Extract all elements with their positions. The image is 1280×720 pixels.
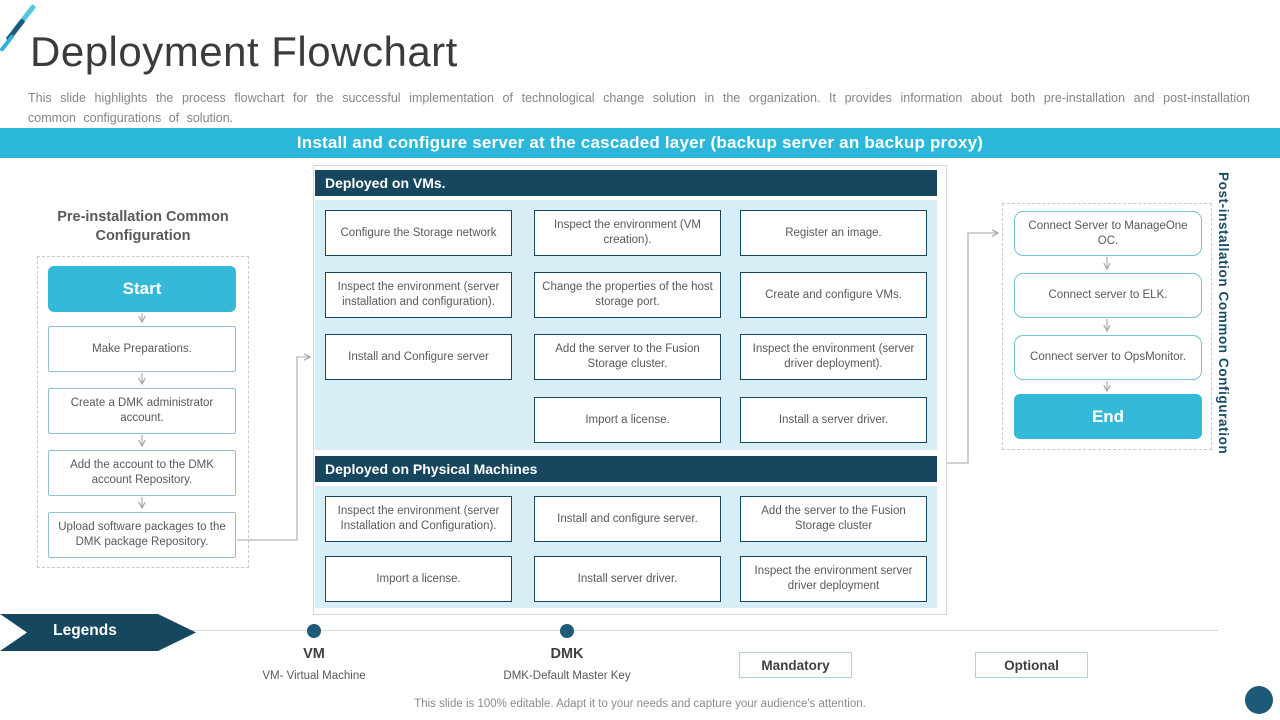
pre-step: Create a DMK administrator account. <box>48 388 236 434</box>
legend-dot <box>560 624 574 638</box>
post-step: Connect Server to ManageOne OC. <box>1014 211 1202 256</box>
vm-step: Add the server to the Fusion Storage clu… <box>534 334 721 380</box>
pm-step: Add the server to the Fusion Storage clu… <box>740 496 927 542</box>
pm-step: Install server driver. <box>534 556 721 602</box>
legend-title: Legends <box>53 622 117 639</box>
vm-section-header: Deployed on VMs. <box>315 170 937 196</box>
pm-step: Install and configure server. <box>534 496 721 542</box>
start-node: Start <box>48 266 236 312</box>
post-installation-heading: Post-installation Common Configuration <box>1216 172 1231 455</box>
vm-step: Change the properties of the host storag… <box>534 272 721 318</box>
vm-step: Configure the Storage network <box>325 210 512 256</box>
vm-step: Register an image. <box>740 210 927 256</box>
vm-step: Import a license. <box>534 397 721 443</box>
pre-step: Add the account to the DMK account Repos… <box>48 450 236 496</box>
pre-step: Upload software packages to the DMK pack… <box>48 512 236 558</box>
pre-step: Make Preparations. <box>48 326 236 372</box>
legend-line <box>190 630 1218 631</box>
page-title: Deployment Flowchart <box>30 28 458 75</box>
section-banner: Install and configure server at the casc… <box>0 128 1280 158</box>
footer-note: This slide is 100% editable. Adapt it to… <box>414 698 866 710</box>
legend-definition: DMK-Default Master Key <box>503 670 631 682</box>
slide-description: This slide highlights the process flowch… <box>28 91 1250 125</box>
legend-abbr: VM <box>303 646 325 662</box>
pre-installation-group <box>37 256 249 568</box>
pm-step: Import a license. <box>325 556 512 602</box>
vm-step: Inspect the environment (server driver d… <box>740 334 927 380</box>
vm-step: Create and configure VMs. <box>740 272 927 318</box>
vm-step: Install and Configure server <box>325 334 512 380</box>
vm-step: Install a server driver. <box>740 397 927 443</box>
vm-step: Inspect the environment (VM creation). <box>534 210 721 256</box>
vm-step: Inspect the environment (server installa… <box>325 272 512 318</box>
post-step: Connect server to OpsMonitor. <box>1014 335 1202 380</box>
mandatory-tag: Mandatory <box>739 652 852 678</box>
legend-abbr: DMK <box>550 646 584 662</box>
legend-banner <box>0 614 196 651</box>
post-installation-group <box>1002 203 1212 450</box>
pm-step: Inspect the environment (server Installa… <box>325 496 512 542</box>
pre-installation-heading: Pre-installation Common Configuration <box>57 209 229 244</box>
post-step: Connect server to ELK. <box>1014 273 1202 318</box>
legend-dot <box>307 624 321 638</box>
optional-tag: Optional <box>975 652 1088 678</box>
corner-circle-decoration <box>1245 686 1273 714</box>
pm-section-header: Deployed on Physical Machines <box>315 456 937 482</box>
end-node: End <box>1014 394 1202 439</box>
legend-definition: VM- Virtual Machine <box>262 670 366 682</box>
pm-step: Inspect the environment server driver de… <box>740 556 927 602</box>
